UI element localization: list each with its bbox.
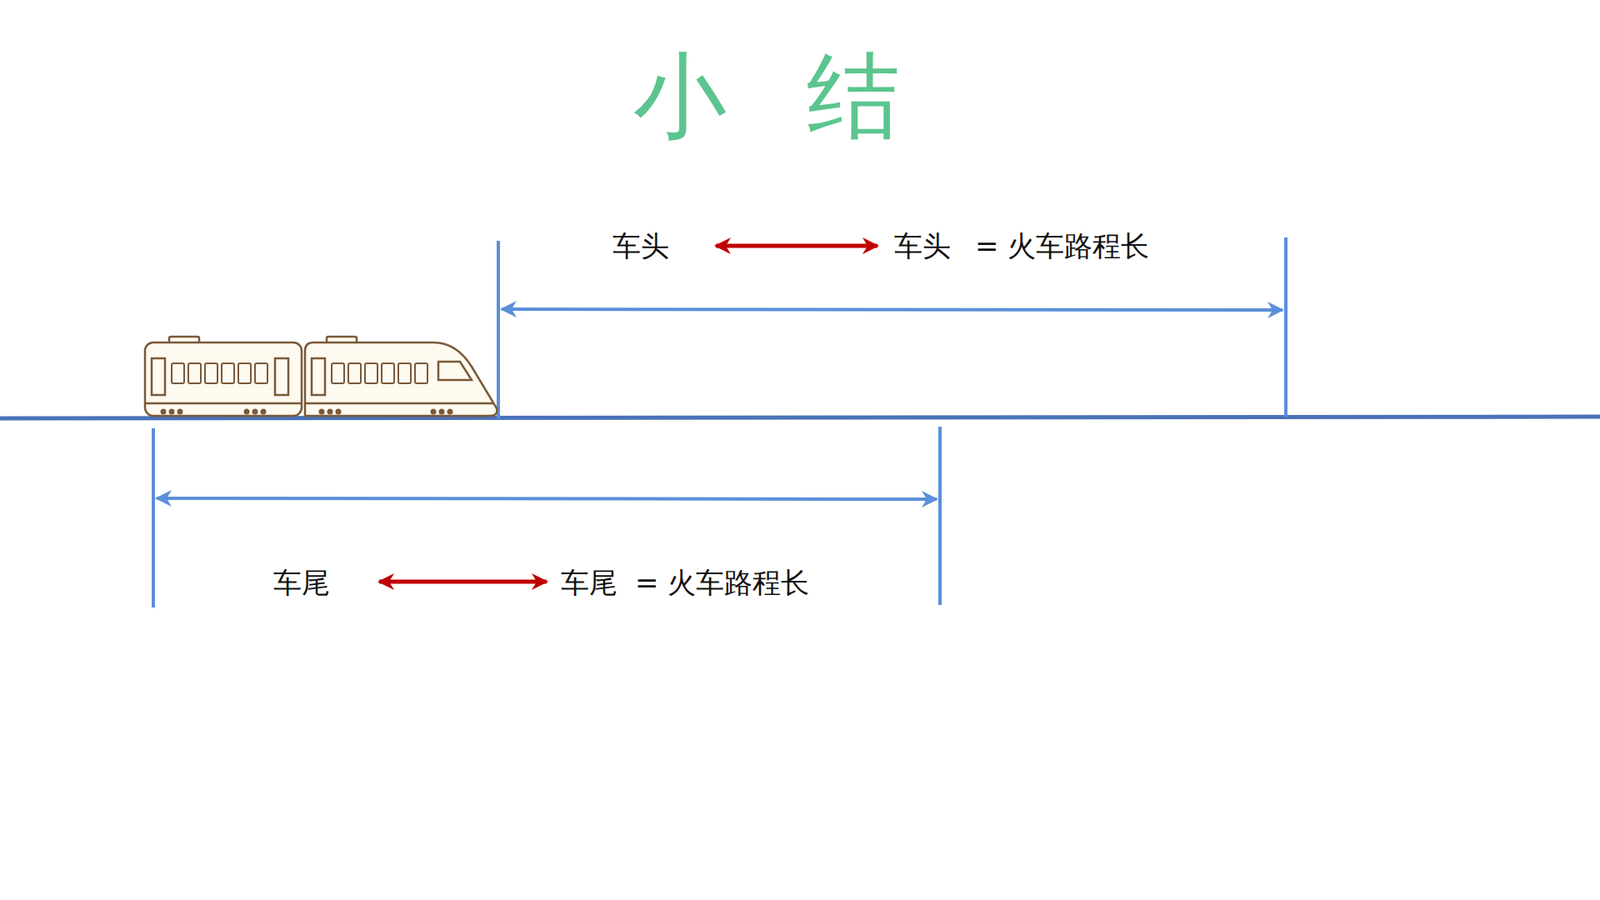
tail-label: 车尾 (273, 565, 330, 600)
train-wheel (169, 409, 175, 415)
train-window (381, 363, 395, 384)
train-window (171, 363, 185, 384)
train-window (415, 363, 428, 384)
train-wheel (439, 409, 445, 415)
correspondence-arrow (715, 244, 878, 249)
equation-text: = 火车路程长 (635, 565, 810, 600)
train-wheel (327, 409, 334, 415)
train-wheel (177, 409, 184, 415)
train-window (365, 363, 378, 384)
train-illustration (145, 336, 497, 416)
train-window (238, 363, 251, 384)
train-window (205, 363, 218, 384)
train-window (188, 363, 201, 384)
tail-label: 车尾 (560, 565, 618, 600)
train-wheel (260, 409, 267, 415)
tail-distance-bracket (153, 426, 940, 608)
equation-text: = 火车路程长 (975, 229, 1150, 264)
train-wheel (447, 409, 454, 415)
train-window (331, 363, 345, 384)
train-wheel (335, 409, 342, 415)
head-distance-bracket (498, 237, 1286, 419)
train-window (398, 363, 411, 384)
train-wheel (430, 409, 437, 415)
train-window (348, 363, 361, 384)
head-label: 车头 (894, 229, 951, 264)
train-wheel (244, 409, 250, 415)
correspondence-arrow (379, 580, 547, 585)
train-wheel (319, 409, 325, 415)
head-label: 车头 (612, 229, 670, 264)
track-line (0, 416, 1600, 419)
train-window (221, 363, 235, 384)
train-window (255, 363, 268, 384)
train-wheel (252, 409, 259, 415)
train-wheel (160, 409, 167, 415)
slide-title: 小 结 (633, 45, 925, 148)
